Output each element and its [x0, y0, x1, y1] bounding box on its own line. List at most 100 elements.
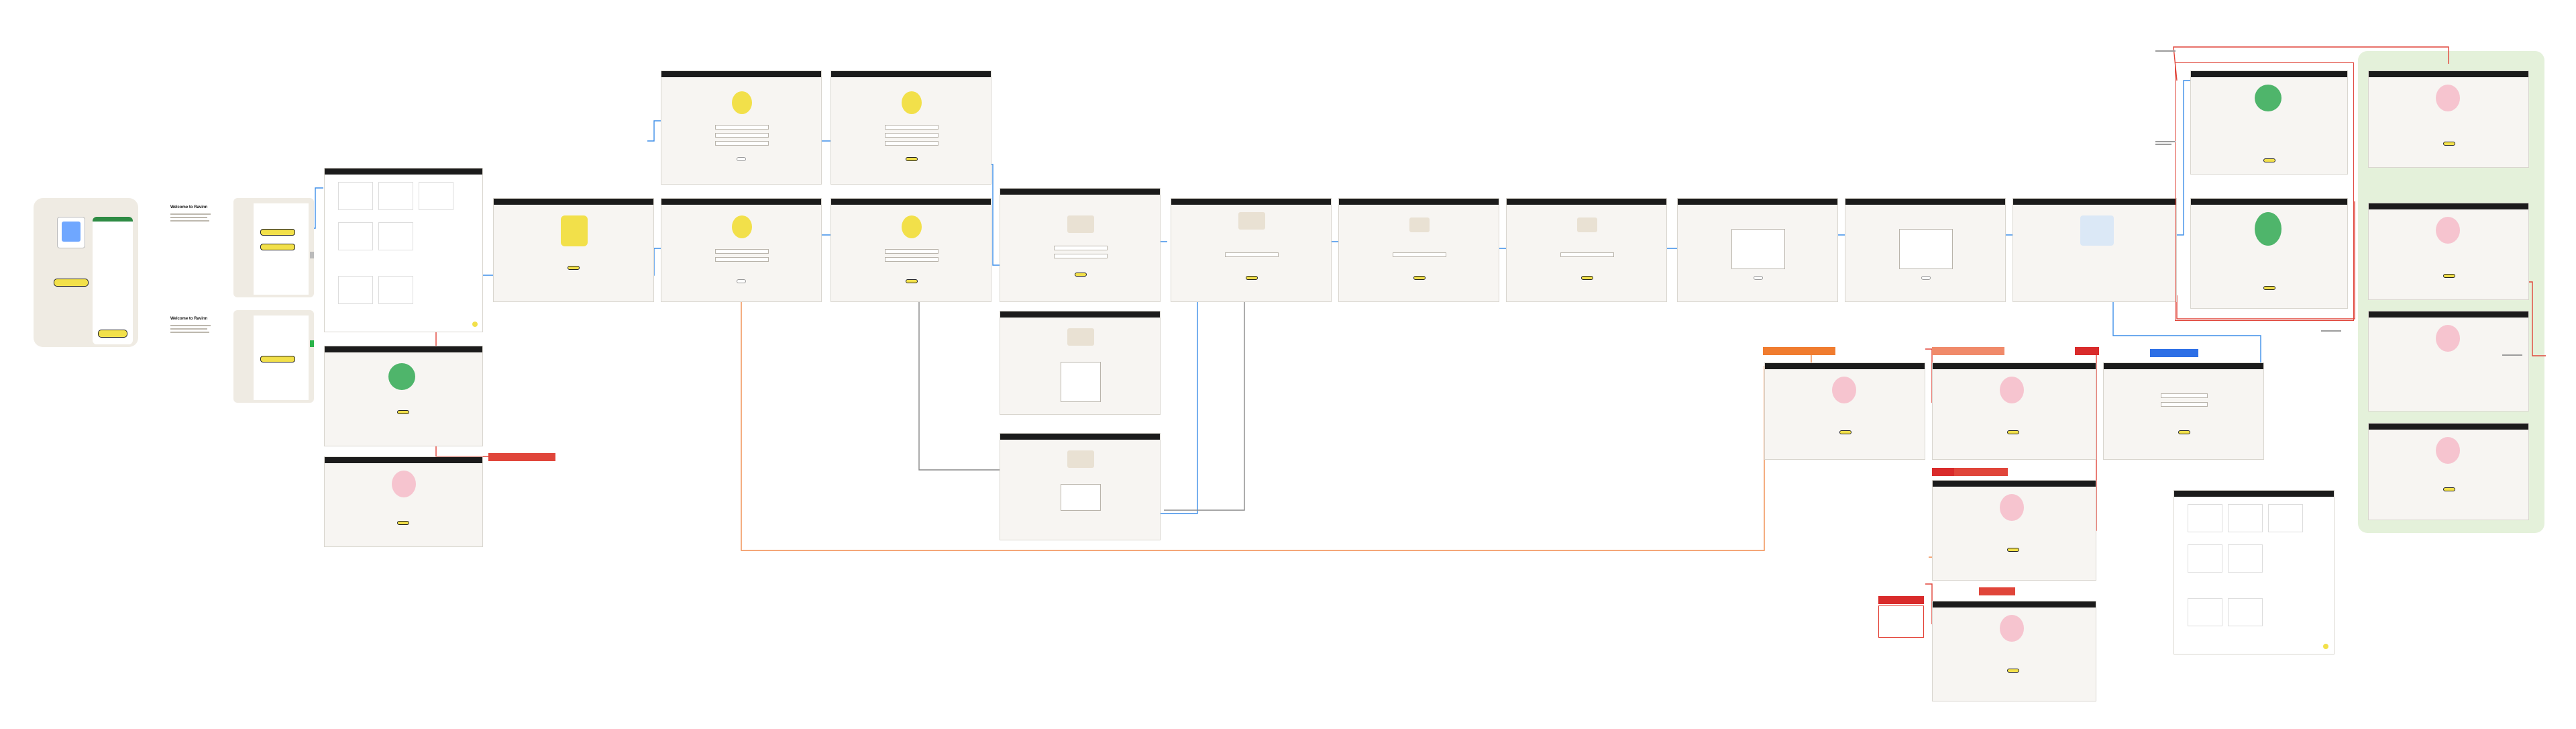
status-tag	[2150, 349, 2198, 357]
primary-button[interactable]	[2178, 430, 2190, 434]
primary-button[interactable]	[2443, 487, 2455, 491]
top-bar	[1933, 601, 2096, 608]
primary-button[interactable]	[1246, 276, 1258, 280]
dashboard-card[interactable]	[378, 276, 413, 304]
dashboard-card[interactable]	[2268, 504, 2303, 532]
dashboard-card[interactable]	[419, 182, 453, 210]
text-input[interactable]	[885, 125, 938, 130]
radio-list[interactable]	[1899, 229, 1953, 269]
text-input[interactable]	[1225, 252, 1279, 257]
text-input[interactable]	[715, 141, 769, 146]
chat-bubble-icon[interactable]	[2323, 644, 2328, 649]
credit-screen	[1845, 198, 2006, 302]
status-tag	[1932, 347, 2004, 355]
primary-button[interactable]	[1413, 276, 1426, 280]
dashboard-card[interactable]	[2188, 504, 2222, 532]
text-input[interactable]	[715, 257, 769, 262]
connector-gray	[1164, 282, 1244, 510]
primary-button[interactable]	[2007, 430, 2019, 434]
credit-screen	[1677, 198, 1838, 302]
text-input[interactable]	[885, 133, 938, 138]
dashboard-card[interactable]	[378, 182, 413, 210]
text-input[interactable]	[885, 257, 938, 262]
top-bar	[2369, 71, 2528, 77]
primary-button[interactable]	[260, 356, 295, 362]
primary-button[interactable]	[2443, 142, 2455, 146]
woman-pink-icon	[2000, 615, 2024, 642]
secondary-button[interactable]	[1921, 276, 1931, 280]
text-input[interactable]	[715, 125, 769, 130]
status-tag	[488, 453, 555, 461]
dropdown-list[interactable]	[1061, 362, 1101, 402]
text-input[interactable]	[2161, 402, 2208, 407]
address-screen	[1000, 433, 1161, 540]
primary-button[interactable]	[1075, 273, 1087, 277]
success-screen	[2190, 198, 2348, 309]
success-screen	[2190, 70, 2348, 175]
text-input[interactable]	[715, 133, 769, 138]
primary-button[interactable]	[2443, 274, 2455, 278]
text-input[interactable]	[715, 249, 769, 254]
dashboard-card[interactable]	[378, 222, 413, 250]
primary-button[interactable]	[260, 244, 295, 250]
text-input[interactable]	[1560, 252, 1614, 257]
primary-button[interactable]	[568, 266, 580, 270]
dashboard-card[interactable]	[2228, 544, 2263, 573]
welcome-heading-2: Welcome to Ravinn	[170, 317, 207, 321]
error-screen	[324, 456, 483, 547]
verify-screen	[2012, 198, 2177, 302]
house-icon	[1067, 215, 1094, 233]
annotation-note	[1878, 605, 1924, 638]
primary-button[interactable]	[906, 157, 918, 161]
top-bar	[2013, 199, 2176, 205]
mobile-cta-button[interactable]	[54, 279, 89, 287]
primary-button[interactable]	[2007, 669, 2019, 673]
primary-button[interactable]	[397, 521, 409, 525]
text-input[interactable]	[885, 141, 938, 146]
top-bar	[831, 71, 991, 77]
secondary-button[interactable]	[737, 279, 746, 283]
dashboard-card[interactable]	[338, 182, 373, 210]
top-bar	[1000, 311, 1160, 318]
text-input[interactable]	[1054, 254, 1108, 258]
dashboard-card[interactable]	[2188, 544, 2222, 573]
dashboard-card[interactable]	[2188, 598, 2222, 626]
primary-button[interactable]	[2263, 158, 2275, 162]
top-bar	[2174, 491, 2334, 497]
login-screen	[830, 198, 991, 302]
dashboard-card[interactable]	[338, 222, 373, 250]
radio-list[interactable]	[1731, 229, 1785, 269]
top-bar	[661, 71, 821, 77]
secondary-button[interactable]	[737, 157, 746, 161]
top-bar	[2369, 203, 2528, 209]
top-bar	[325, 346, 482, 352]
secondary-button[interactable]	[1754, 276, 1763, 280]
text-input[interactable]	[2161, 393, 2208, 398]
primary-button[interactable]	[2263, 286, 2275, 290]
welcome-desc-line	[170, 220, 209, 222]
welcome-desc-line	[170, 332, 209, 333]
woman-pink-icon	[2436, 217, 2460, 244]
woman-phone-icon	[732, 91, 752, 114]
hand-card-screen	[1506, 198, 1667, 302]
primary-button[interactable]	[2007, 548, 2019, 552]
login-form-panel	[254, 203, 309, 295]
dashboard-card[interactable]	[2228, 504, 2263, 532]
top-bar	[1933, 481, 2096, 487]
chat-bubble-icon[interactable]	[472, 322, 478, 327]
primary-button[interactable]	[1839, 430, 1851, 434]
primary-button[interactable]	[397, 410, 409, 414]
text-input[interactable]	[885, 249, 938, 254]
dashboard-card[interactable]	[2228, 598, 2263, 626]
text-input[interactable]	[1054, 246, 1108, 250]
text-input[interactable]	[1393, 252, 1446, 257]
top-bar	[1845, 199, 2005, 205]
panel-cta-button[interactable]	[98, 330, 127, 338]
primary-button[interactable]	[906, 279, 918, 283]
dashboard-card[interactable]	[338, 276, 373, 304]
dropdown-list[interactable]	[1061, 484, 1101, 511]
primary-button[interactable]	[1581, 276, 1593, 280]
top-bar	[1933, 363, 2096, 369]
primary-button[interactable]	[260, 229, 295, 236]
status-tag	[2075, 347, 2099, 355]
